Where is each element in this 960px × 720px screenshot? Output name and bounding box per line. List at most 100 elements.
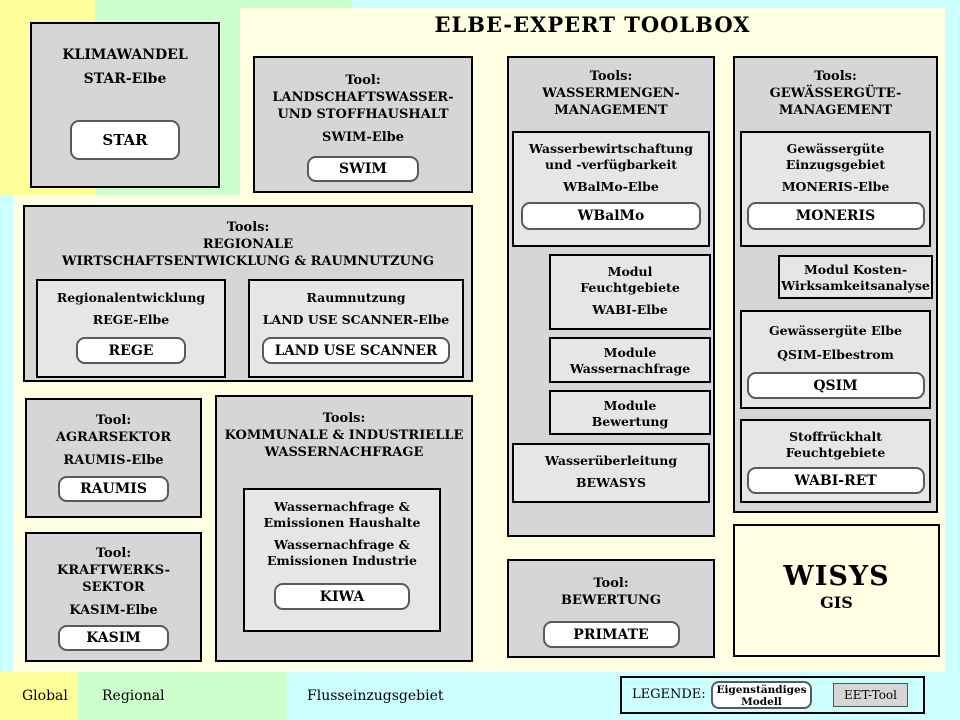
global-band-footer: [0, 672, 78, 720]
qsim-button[interactable]: QSIM: [746, 372, 925, 399]
scale-label-regional: Regional: [102, 688, 165, 704]
raumis-button[interactable]: RAUMIS: [58, 476, 169, 502]
gewaesserguete-title-2: GEWÄSSERGÜTE-: [769, 86, 902, 101]
kiwa-line-4: Emissionen Industrie: [266, 553, 417, 568]
subbox-stoffrueckhalt: Stoffrückhalt Feuchtgebiete WABI-RET: [740, 419, 931, 503]
box-wassermengen-management: Tools: WASSERMENGEN- MANAGEMENT Wasserbe…: [507, 56, 715, 537]
module-wassernachfrage-line-2: Wassernachfrage: [569, 361, 691, 376]
einzugsgebiet-line-1: Gewässergüte: [786, 141, 885, 156]
guete-elbe-label: Gewässergüte Elbe: [769, 323, 902, 338]
landschaft-title-2: LANDSCHAFTSWASSER-: [272, 90, 454, 105]
regionale-title-1: Tools:: [226, 220, 270, 235]
bewirtschaftung-model: WBalMo-Elbe: [563, 179, 659, 194]
subbox-module-bewertung: Module Bewertung: [549, 390, 711, 435]
box-regionale-wirtschaftsentwicklung: Tools: REGIONALE WIRTSCHAFTSENTWICKLUNG …: [23, 205, 473, 382]
subbox-gewaesserguete-einzugsgebiet: Gewässergüte Einzugsgebiet MONERIS-Elbe …: [740, 131, 931, 247]
subbox-gewaesserguete-elbe: Gewässergüte Elbe QSIM-Elbestrom QSIM: [740, 310, 931, 409]
wisys-label: WISYS: [783, 561, 890, 592]
gewaesserguete-title-1: Tools:: [814, 69, 857, 84]
agrar-title-2: AGRARSEKTOR: [55, 430, 172, 445]
box-kommunale-wassernachfrage: Tools: KOMMUNALE & INDUSTRIELLE WASSERNA…: [215, 395, 473, 662]
subbox-modul-feuchtgebiete: Modul Feuchtgebiete WABI-Elbe: [549, 254, 711, 330]
subbox-regionalentwicklung: Regionalentwicklung REGE-Elbe REGE: [36, 279, 226, 378]
wbalmo-button[interactable]: WBalMo: [521, 202, 701, 230]
land-use-scanner-button[interactable]: LAND USE SCANNER: [262, 337, 450, 364]
feuchtgebiete-line-1: Modul: [607, 264, 653, 279]
box-landschaftswasserhaushalt: Tool: LANDSCHAFTSWASSER- UND STOFFHAUSHA…: [253, 56, 473, 193]
kraftwerk-title-3: SEKTOR: [82, 580, 145, 595]
module-bewertung-line-1: Module: [603, 398, 657, 413]
kiwa-line-2: Emissionen Haushalte: [263, 515, 421, 530]
agrar-model: RAUMIS-Elbe: [63, 453, 164, 468]
swim-button[interactable]: SWIM: [307, 156, 419, 182]
kiwa-line-3: Wassernachfrage &: [274, 537, 410, 552]
klimawandel-model: STAR-Elbe: [83, 71, 167, 87]
box-klimawandel: KLIMAWANDEL STAR-Elbe STAR: [30, 22, 220, 188]
box-bewertung: Tool: BEWERTUNG PRIMATE: [507, 559, 715, 658]
ueberleitung-label: Wasserüberleitung: [544, 453, 678, 468]
subbox-raumnutzung: Raumnutzung LAND USE SCANNER-Elbe LAND U…: [248, 279, 464, 378]
subbox-kiwa: Wassernachfrage & Emissionen Haushalte W…: [243, 488, 441, 632]
regionale-title-3: WIRTSCHAFTSENTWICKLUNG & RAUMNUTZUNG: [62, 254, 434, 269]
regionalentwicklung-model: REGE-Elbe: [92, 312, 170, 327]
scale-label-flusseinzugsgebiet: Flusseinzugsgebiet: [307, 688, 444, 704]
box-agrarsektor: Tool: AGRARSEKTOR RAUMIS-Elbe RAUMIS: [25, 398, 202, 518]
ueberleitung-model: BEWASYS: [575, 475, 646, 490]
feuchtgebiete-line-2: Feuchtgebiete: [580, 280, 680, 295]
module-bewertung-line-2: Bewertung: [591, 414, 669, 429]
page-title: ELBE-EXPERT TOOLBOX: [434, 12, 751, 37]
wassermengen-title-2: WASSERMENGEN-: [542, 86, 680, 101]
legend-model-line-1: Eigenständiges: [716, 684, 807, 696]
bewirtschaftung-line-2: und -verfügbarkeit: [544, 157, 678, 172]
star-button[interactable]: STAR: [70, 120, 180, 160]
legend-eet-tool-sample: EET-Tool: [833, 683, 908, 707]
regionale-title-2: REGIONALE: [202, 237, 294, 252]
agrar-title-1: Tool:: [95, 413, 132, 428]
box-gewaesserguete-management: Tools: GEWÄSSERGÜTE- MANAGEMENT Gewässer…: [733, 56, 938, 513]
wassermengen-title-1: Tools:: [589, 69, 633, 84]
moneris-button[interactable]: MONERIS: [746, 202, 925, 230]
kraftwerk-title-1: Tool:: [95, 546, 132, 561]
kommunale-title-1: Tools:: [322, 411, 366, 426]
kosten-line-1: Modul Kosten-: [803, 262, 908, 277]
landschaft-title-3: UND STOFFHAUSHALT: [277, 107, 449, 122]
raumnutzung-label: Raumnutzung: [306, 290, 406, 305]
bewertung-title-2: BEWERTUNG: [561, 593, 661, 608]
subbox-wasserbewirtschaftung: Wasserbewirtschaftung und -verfügbarkeit…: [512, 131, 710, 247]
kiwa-line-1: Wassernachfrage &: [274, 499, 410, 514]
kiwa-button[interactable]: KIWA: [274, 583, 410, 610]
feuchtgebiete-model: WABI-Elbe: [592, 302, 668, 317]
subbox-module-wassernachfrage: Module Wassernachfrage: [549, 337, 711, 383]
kraftwerk-model: KASIM-Elbe: [69, 603, 158, 618]
kasim-button[interactable]: KASIM: [58, 625, 169, 651]
stoffrueckhalt-line-1: Stoffrückhalt: [788, 429, 883, 444]
rege-button[interactable]: REGE: [76, 337, 186, 364]
gewaesserguete-title-3: MANAGEMENT: [778, 103, 893, 118]
kraftwerk-title-2: KRAFTWERKS-: [57, 563, 170, 578]
regional-band-footer: [78, 672, 287, 720]
legend-box: LEGENDE: Eigenständiges Modell EET-Tool: [620, 676, 925, 714]
klimawandel-label: KLIMAWANDEL: [62, 47, 188, 63]
einzugsgebiet-model: MONERIS-Elbe: [781, 179, 890, 194]
landschaft-model: SWIM-Elbe: [321, 130, 405, 145]
box-kraftwerkssektor: Tool: KRAFTWERKS- SEKTOR KASIM-Elbe KASI…: [25, 532, 202, 662]
legend-standalone-model-sample: Eigenständiges Modell: [711, 681, 812, 709]
subbox-modul-kosten-wirksamkeit: Modul Kosten- Wirksamkeitsanalyse: [778, 255, 933, 299]
gis-label: GIS: [820, 593, 853, 612]
subbox-wasserueberleitung: Wasserüberleitung BEWASYS: [512, 443, 710, 503]
kommunale-title-2: KOMMUNALE & INDUSTRIELLE: [224, 428, 464, 443]
legend-model-line-2: Modell: [741, 696, 782, 708]
stoffrueckhalt-line-2: Feuchtgebiete: [785, 445, 886, 460]
bewirtschaftung-line-1: Wasserbewirtschaftung: [528, 141, 694, 156]
raumnutzung-model: LAND USE SCANNER-Elbe: [262, 312, 450, 327]
module-wassernachfrage-line-1: Module: [603, 345, 657, 360]
wabi-ret-button[interactable]: WABI-RET: [746, 467, 925, 494]
wassermengen-title-3: MANAGEMENT: [554, 103, 668, 118]
bewertung-title-1: Tool:: [593, 576, 629, 591]
primate-button[interactable]: PRIMATE: [542, 621, 680, 648]
kommunale-title-3: WASSERNACHFRAGE: [264, 445, 424, 460]
scale-label-global: Global: [22, 688, 68, 704]
guete-elbe-model: QSIM-Elbestrom: [777, 347, 894, 362]
einzugsgebiet-line-2: Einzugsgebiet: [785, 157, 886, 172]
